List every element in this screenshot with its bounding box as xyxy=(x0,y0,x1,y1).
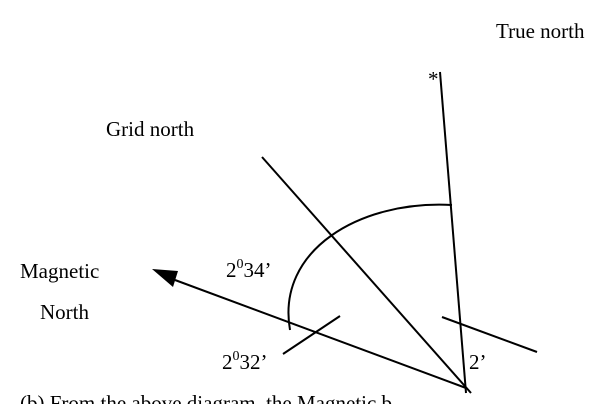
grid-north-line xyxy=(261,156,472,394)
outer-angle-arc xyxy=(287,203,453,331)
small-angle-tick xyxy=(441,316,538,353)
outer-angle-label: 2034’ xyxy=(226,257,272,282)
true-north-label: True north xyxy=(496,19,585,43)
small-angle-label: 2’ xyxy=(469,350,487,374)
magnetic-north-label-line2: North xyxy=(40,300,89,324)
magnetic-north-line xyxy=(174,279,467,389)
grid-north-label: Grid north xyxy=(106,117,195,141)
magnetic-north-arrowhead xyxy=(152,269,178,287)
inner-angle-label: 2032’ xyxy=(222,349,268,374)
inner-angle-tick xyxy=(282,315,341,355)
true-north-line xyxy=(439,71,467,394)
magnetic-north-label-line1: Magnetic xyxy=(20,259,99,283)
star-marker: * xyxy=(428,67,439,91)
caption-text: (b) From the above diagram, the Magnetic… xyxy=(20,391,392,404)
